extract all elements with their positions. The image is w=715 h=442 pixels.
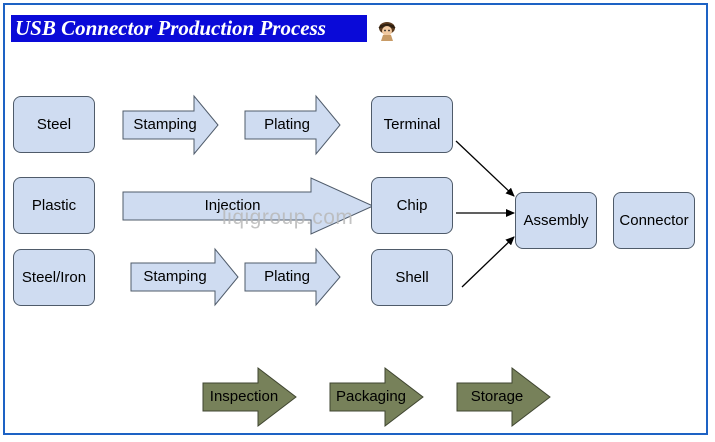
steel-iron-box: Steel/Iron — [13, 249, 95, 306]
plating-arrow-1 — [244, 94, 341, 156]
plating-label-1: Plating — [264, 116, 310, 133]
stamping-arrow-2 — [130, 247, 239, 307]
shell-to-assembly-line — [461, 236, 515, 288]
terminal-to-assembly-line — [455, 140, 515, 197]
diagram-title: USB Connector Production Process — [11, 15, 367, 42]
injection-label: Injection — [204, 197, 261, 214]
packaging-arrow — [329, 366, 424, 428]
steel-box: Steel — [13, 96, 95, 153]
plating-label-2: Plating — [264, 268, 310, 285]
inspection-arrow — [202, 366, 297, 428]
mascot-icon — [378, 22, 396, 41]
packaging-label: Packaging — [335, 388, 407, 405]
storage-label: Storage — [470, 388, 524, 405]
plastic-box: Plastic — [13, 177, 95, 234]
plating-arrow-2 — [244, 247, 341, 307]
watermark-text: liqigroup.com — [222, 206, 354, 229]
stamping-label-2: Stamping — [143, 268, 207, 285]
diagram-frame — [3, 3, 708, 435]
connector-box: Connector — [613, 192, 695, 249]
storage-arrow — [456, 366, 551, 428]
stamping-arrow-1 — [122, 94, 219, 156]
terminal-box: Terminal — [371, 96, 453, 153]
stamping-label-1: Stamping — [133, 116, 197, 133]
injection-arrow — [122, 177, 375, 235]
shell-box: Shell — [371, 249, 453, 306]
chip-box: Chip — [371, 177, 453, 234]
assembly-box: Assembly — [515, 192, 597, 249]
inspection-label: Inspection — [209, 388, 279, 405]
